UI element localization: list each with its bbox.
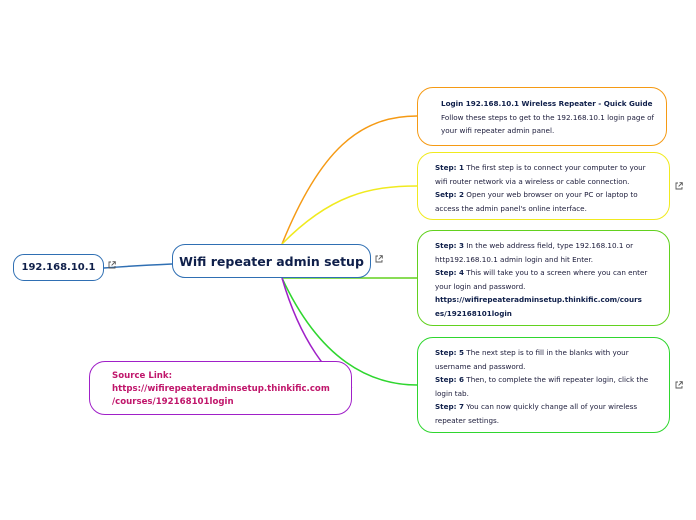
ip-address-label: 192.168.10.1 (21, 262, 96, 273)
connector-yellow (281, 185, 418, 245)
step-5-label: Step: 5 (435, 348, 465, 357)
step-3-text-cont: http192.168.10.1 admin login and hit Ent… (435, 254, 594, 264)
guide-url-line1[interactable]: https://wifirepeateradminsetup.thinkific… (435, 295, 642, 304)
source-link-node[interactable]: Source Link: https://wifirepeateradminse… (89, 361, 352, 415)
source-link-url-line2[interactable]: /courses/192168101login (112, 397, 234, 407)
quick-guide-text-line1: Follow these steps to get to the 192.168… (441, 112, 655, 122)
ip-address-node[interactable]: 192.168.10.1 (13, 254, 104, 281)
step-4-text-cont: your login and password. (435, 281, 526, 291)
step-2-text-cont: access the admin panel's online interfac… (435, 203, 587, 213)
external-link-icon[interactable] (675, 381, 683, 389)
step-6-label: Step: 6 (435, 375, 465, 384)
step-1-label: Step: 1 (435, 163, 465, 172)
step-6-text: Then, to complete the wifi repeater logi… (464, 375, 649, 384)
steps-5-7-node[interactable]: Step: 5 The next step is to fill in the … (417, 337, 670, 433)
connector-green (281, 277, 418, 386)
step-1-text: The first step is to connect your comput… (464, 163, 646, 172)
step-6-text-cont: login tab. (435, 388, 469, 398)
external-link-icon[interactable] (375, 255, 383, 263)
external-link-icon[interactable] (675, 182, 683, 190)
step-2-text: Open your web browser on your PC or lapt… (464, 190, 638, 199)
step-7-text-cont: repeater settings. (435, 415, 500, 425)
quick-guide-node[interactable]: Login 192.168.10.1 Wireless Repeater - Q… (417, 87, 667, 146)
source-link-url-line1[interactable]: https://wifirepeateradminsetup.thinkific… (112, 384, 330, 394)
central-topic[interactable]: Wifi repeater admin setup (172, 244, 371, 278)
step-5-text: The next step is to fill in the blanks w… (464, 348, 629, 357)
external-link-icon[interactable] (108, 261, 116, 269)
quick-guide-title: Login 192.168.10.1 Wireless Repeater - Q… (441, 99, 653, 108)
source-link-heading: Source Link: (112, 371, 173, 381)
central-topic-label: Wifi repeater admin setup (179, 253, 364, 269)
step-4-text: This will take you to a screen where you… (464, 268, 648, 277)
step-3-label: Step: 3 (435, 241, 465, 250)
step-4-label: Step: 4 (435, 268, 465, 277)
step-2-label: Setp: 2 (435, 190, 465, 199)
connector-orange (281, 115, 418, 245)
guide-url-line2[interactable]: es/192168101login (435, 308, 512, 318)
quick-guide-text-line2: your wifi repeater admin panel. (441, 126, 555, 135)
step-5-text-cont: username and password. (435, 361, 526, 371)
connector-blue (103, 263, 173, 269)
step-7-label: Step: 7 (435, 402, 465, 411)
step-7-text: You can now quickly change all of your w… (464, 402, 638, 411)
steps-1-2-node[interactable]: Step: 1 The first step is to connect you… (417, 152, 670, 220)
steps-3-4-node[interactable]: Step: 3 In the web address field, type 1… (417, 230, 670, 326)
step-3-text: In the web address field, type 192.168.1… (464, 241, 634, 250)
step-1-text-cont: wifi router network via a wireless or ca… (435, 176, 630, 186)
